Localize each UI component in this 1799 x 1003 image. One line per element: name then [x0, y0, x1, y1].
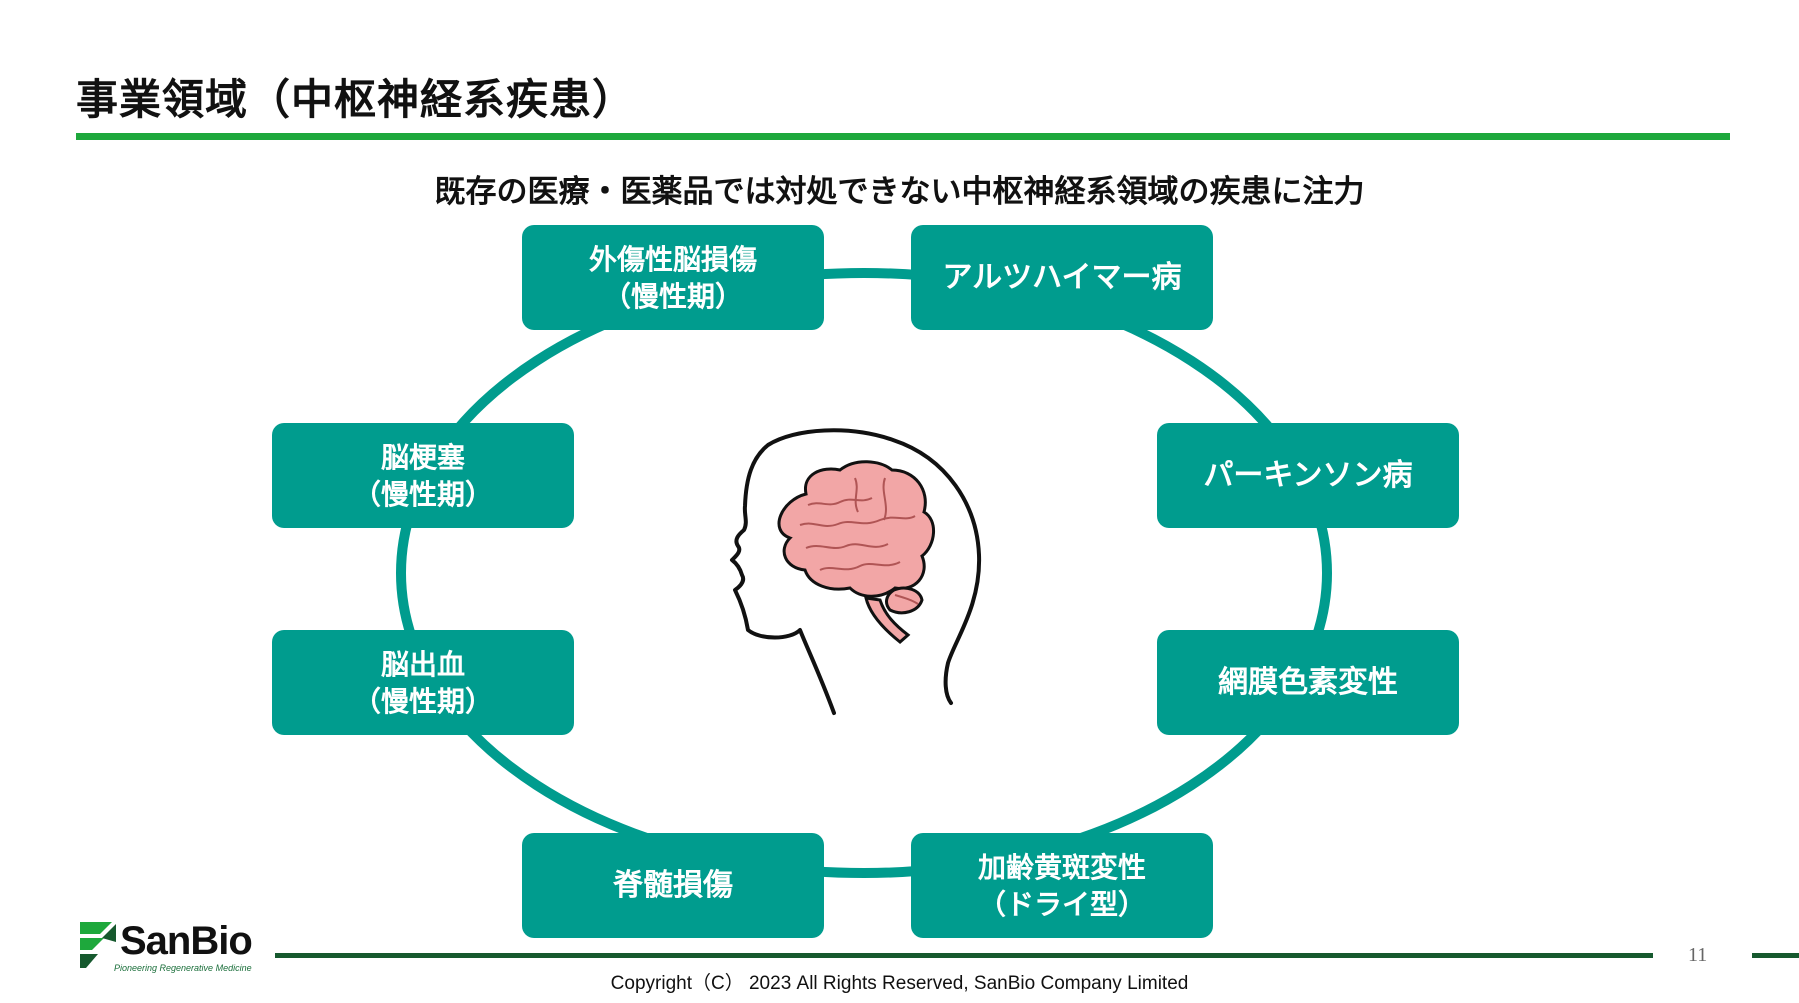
- disease-name: 網膜色素変性: [1218, 665, 1398, 700]
- logo-tagline: Pioneering Regenerative Medicine: [114, 963, 252, 973]
- page-number: 11: [1688, 944, 1708, 966]
- disease-box-retinitis-pigmentosa: 網膜色素変性: [1157, 630, 1459, 735]
- disease-box-spinal-cord-injury: 脊髄損傷: [522, 833, 824, 938]
- disease-qualifier: （慢性期）: [352, 477, 493, 511]
- disease-name: 脳梗塞: [380, 440, 465, 474]
- disease-box-traumatic-brain-injury: 外傷性脳損傷 （慢性期）: [522, 225, 824, 330]
- footer-divider-right: [1752, 953, 1799, 958]
- disease-name: パーキンソン病: [1203, 458, 1413, 493]
- brain-icon: [777, 460, 935, 644]
- copyright-notice: Copyright（C） 2023 All Rights Reserved, S…: [610, 973, 1189, 994]
- disease-box-alzheimers: アルツハイマー病: [911, 225, 1213, 330]
- title-divider: [76, 133, 1730, 140]
- disease-name: 脳出血: [380, 647, 465, 681]
- page-title: 事業領域（中枢神経系疾患）: [76, 75, 636, 124]
- disease-name: 加齢黄斑変性: [977, 850, 1146, 884]
- disease-name: アルツハイマー病: [942, 260, 1182, 295]
- disease-name: 外傷性脳損傷: [588, 242, 757, 276]
- footer-divider: [275, 953, 1653, 958]
- disease-box-parkinsons: パーキンソン病: [1157, 423, 1459, 528]
- sanbio-logo-mark: [80, 922, 116, 968]
- disease-box-cerebral-hemorrhage: 脳出血 （慢性期）: [272, 630, 574, 735]
- logo-wordmark: SanBio: [120, 919, 253, 963]
- page-subtitle: 既存の医療・医薬品では対処できない中枢神経系領域の疾患に注力: [434, 174, 1365, 210]
- sanbio-logo: SanBio Pioneering Regenerative Medicine: [78, 918, 258, 976]
- disease-qualifier: （慢性期）: [602, 279, 743, 313]
- disease-qualifier: （慢性期）: [352, 684, 493, 718]
- disease-box-macular-degeneration: 加齢黄斑変性 （ドライ型）: [911, 833, 1213, 938]
- disease-name: 脊髄損傷: [613, 868, 733, 903]
- disease-box-stroke: 脳梗塞 （慢性期）: [272, 423, 574, 528]
- disease-qualifier: （ドライ型）: [977, 887, 1146, 921]
